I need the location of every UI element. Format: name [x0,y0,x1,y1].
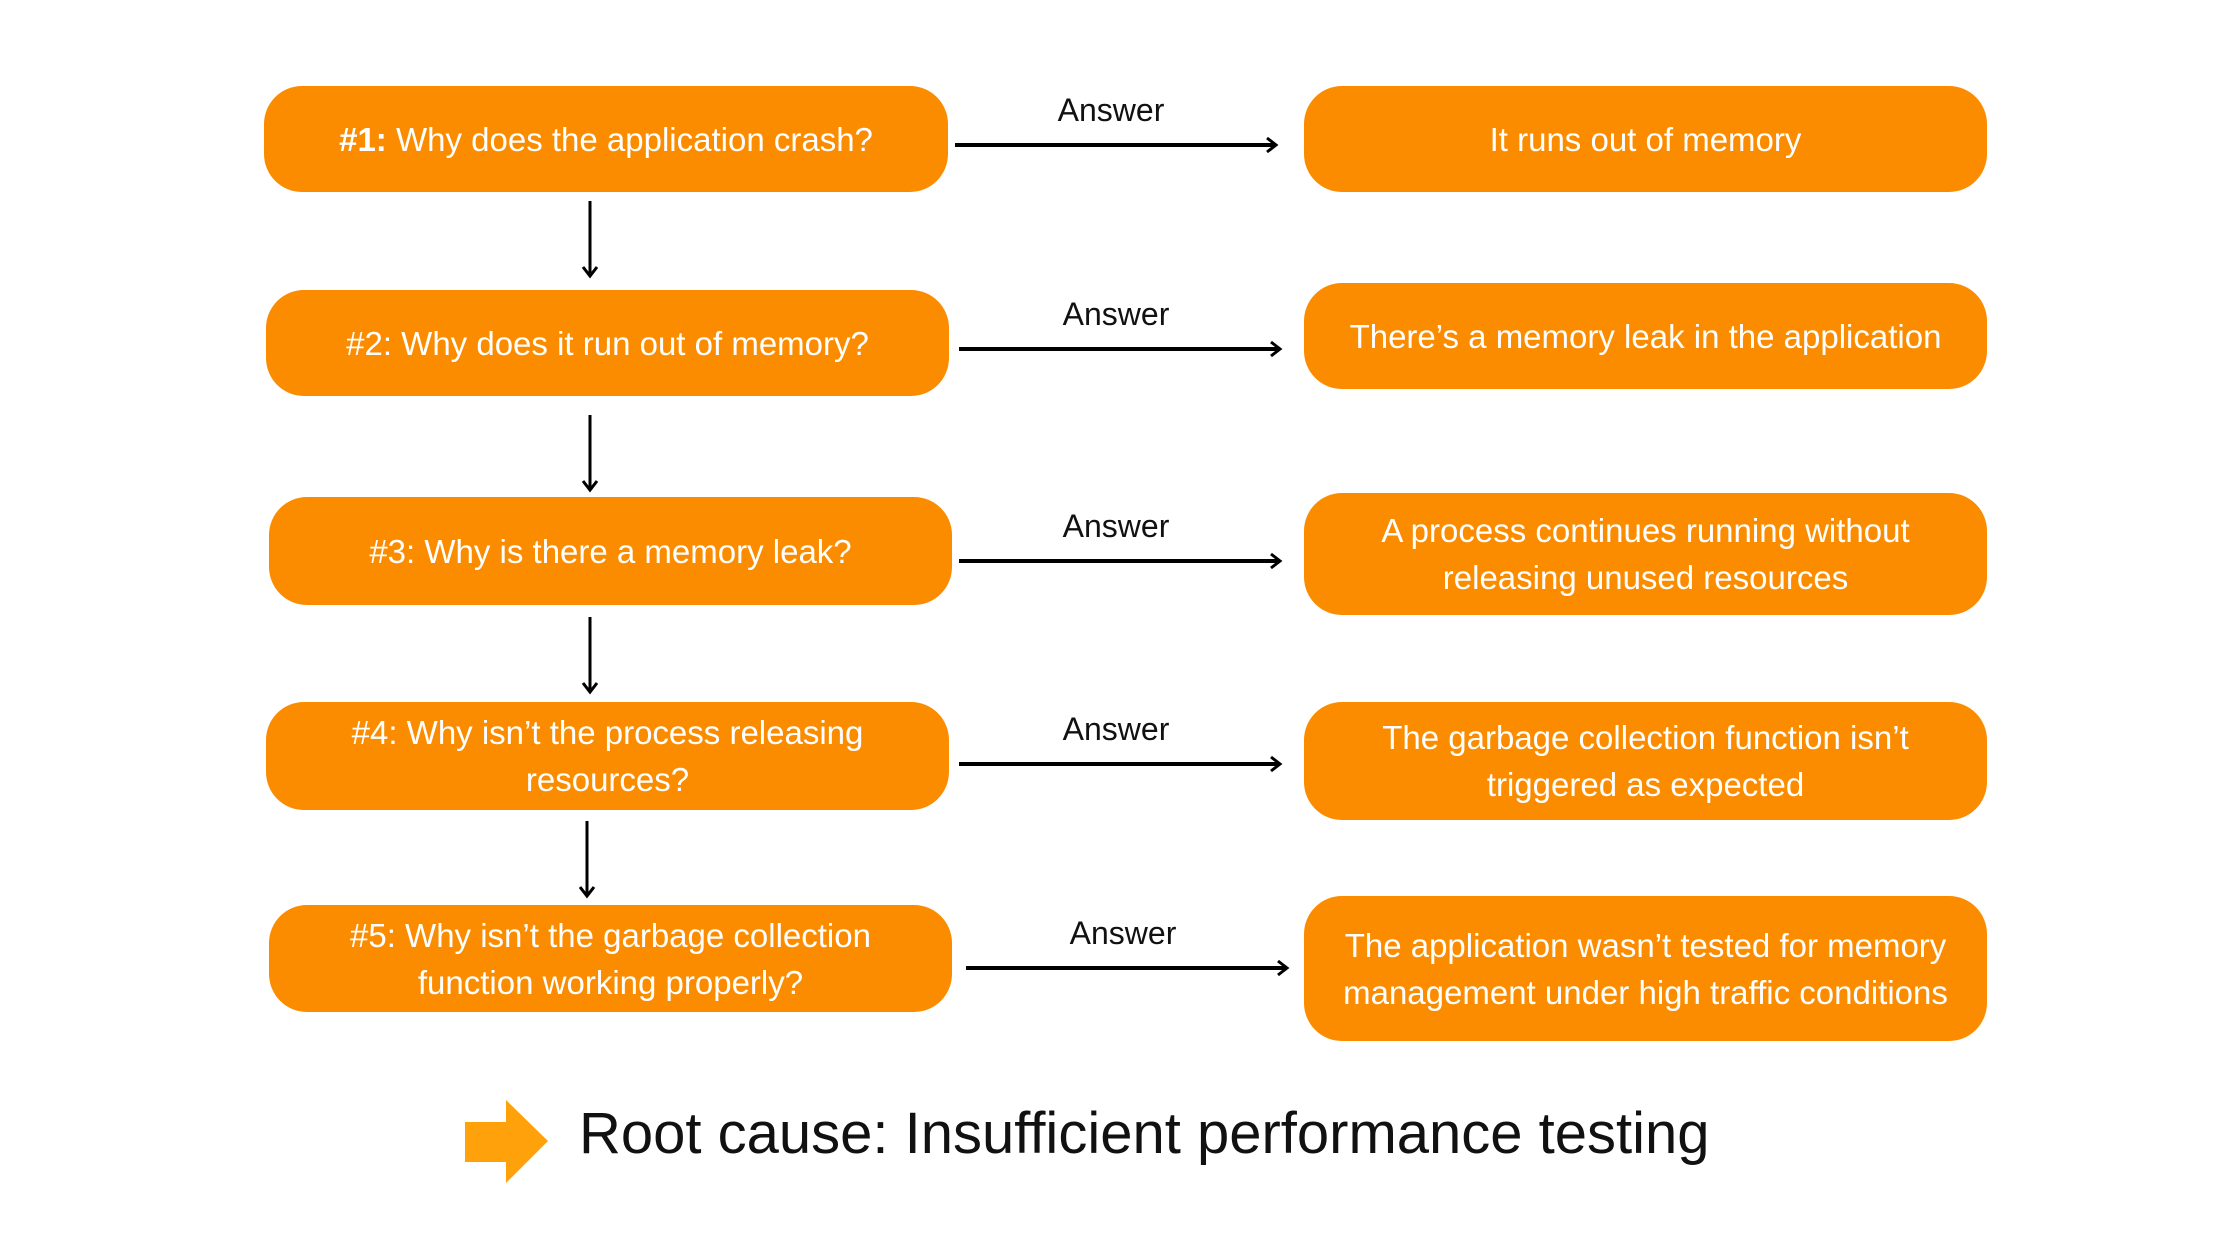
question-box-2: #2: Why does it run out of memory? [266,290,949,396]
question-box-4: #4: Why isn’t the process releasing reso… [266,702,949,810]
question-text: Why does the application crash? [386,120,873,158]
answer-label-2: Answer [1062,296,1170,332]
answer-text: There’s a memory leak in the application [1349,317,1942,355]
question-text: Why isn’t the process releasing resource… [397,714,864,798]
arrow-right-icon [966,959,1290,977]
answer-box-3: A process continues running without rele… [1304,493,1987,615]
question-number: #2: [346,324,392,362]
answer-text: A process continues running without rele… [1381,512,1910,596]
answer-box-5: The application wasn’t tested for memory… [1304,896,1987,1041]
answer-text: It runs out of memory [1489,120,1802,158]
root-cause-text: Root cause: Insufficient performance tes… [579,1101,1710,1166]
question-number: #5: [350,916,396,954]
arrow-down-icon [581,617,599,695]
answer-label-3: Answer [1062,508,1170,544]
arrow-right-icon [959,755,1283,773]
arrow-right-icon [955,136,1279,154]
answer-box-4: The garbage collection function isn’t tr… [1304,702,1987,820]
question-box-1: #1: Why does the application crash? [264,86,948,192]
question-text: Why is there a memory leak? [415,532,852,570]
arrow-down-icon [578,821,596,899]
answer-text: The garbage collection function isn’t tr… [1382,719,1909,803]
question-number: #4: [351,714,398,751]
question-number: #3: [369,532,416,570]
arrow-right-icon [959,552,1283,570]
question-text: Why does it run out of memory? [392,324,869,362]
question-box-5: #5: Why isn’t the garbage collection fun… [269,905,952,1012]
question-box-3: #3: Why is there a memory leak? [269,497,952,605]
arrow-down-icon [581,415,599,493]
answer-text: The application wasn’t tested for memory… [1343,926,1948,1011]
answer-label-1: Answer [1057,92,1165,128]
question-text: Why isn’t the garbage collection functio… [395,916,871,1001]
answer-label-5: Answer [1069,915,1177,951]
answer-box-1: It runs out of memory [1304,86,1987,192]
answer-label-4: Answer [1062,711,1170,747]
arrow-right-icon [959,340,1283,358]
root-cause-arrow-icon [465,1100,548,1183]
question-number: #1: [339,120,387,158]
answer-box-2: There’s a memory leak in the application [1304,283,1987,389]
arrow-down-icon [581,201,599,279]
